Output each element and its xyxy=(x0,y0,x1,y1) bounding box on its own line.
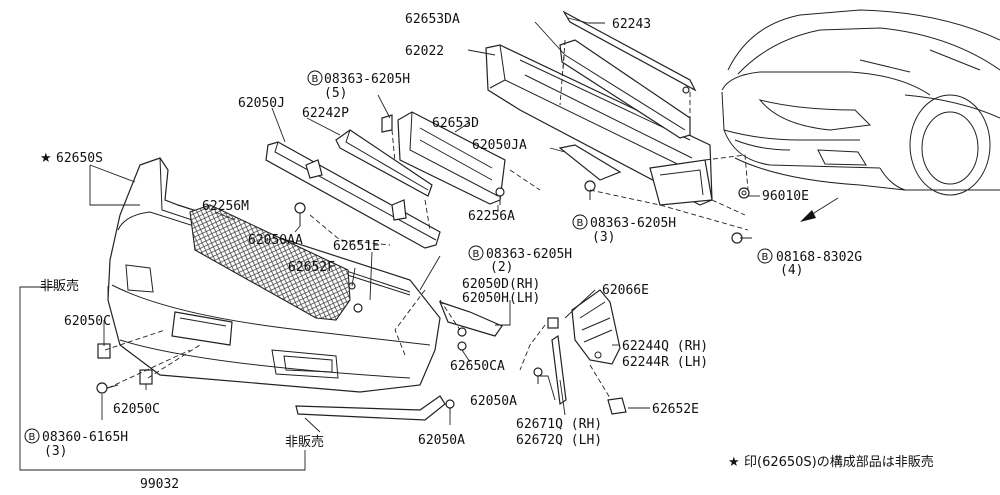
nut-96010E xyxy=(738,187,750,199)
label-62244R-LH: 62244R (LH) xyxy=(622,355,708,370)
label-62256M: 62256M xyxy=(202,199,249,214)
dashed-lines xyxy=(104,39,749,399)
bolt-upper xyxy=(584,180,596,200)
label-62650S: 62650S xyxy=(56,151,103,166)
bolt-callout-08168: B 08168-8302G (4) xyxy=(757,248,862,278)
label-qty-5: (5) xyxy=(324,86,347,101)
clip-62256A xyxy=(495,187,505,205)
label-08360-6165H: 08360-6165H xyxy=(42,430,128,445)
label-qty-3-bottom: (3) xyxy=(44,444,67,459)
car-outline xyxy=(721,9,1000,196)
label-62050C-bottom: 62050C xyxy=(113,402,160,417)
label-qty-3: (3) xyxy=(592,230,615,245)
stay-62671Q xyxy=(551,334,567,406)
label-qty-4: (4) xyxy=(780,263,803,278)
label-62651E: 62651E xyxy=(333,239,380,254)
label-62650CA: 62650CA xyxy=(450,359,505,374)
label-62672Q-LH: 62672Q (LH) xyxy=(516,433,602,448)
label-qty-2: (2) xyxy=(490,260,513,275)
label-96010E: 96010E xyxy=(762,189,809,204)
label-not-for-sale-bottom: 非販売 xyxy=(285,434,324,450)
svg-text:B: B xyxy=(29,432,36,443)
bolt-08168-8302G xyxy=(731,232,752,244)
clip-62050A-mid xyxy=(533,367,543,384)
mesh-grille-62256M xyxy=(189,204,351,321)
label-62050JA: 62050JA xyxy=(472,138,527,153)
label-62652F: 62652F xyxy=(288,260,335,275)
clip-62066E xyxy=(547,317,559,329)
clip-62050A-bottom xyxy=(445,399,455,414)
bolt-callout-08363-3: B 08363-6205H (3) xyxy=(572,214,676,245)
clip-62651E xyxy=(353,303,363,313)
clip-62050C-top xyxy=(97,343,111,359)
clip-62050AA xyxy=(294,202,306,226)
footnote-star: ★ xyxy=(728,455,740,470)
label-not-for-sale-left: 非販売 xyxy=(40,278,79,294)
bumper-reinforcement-62022 xyxy=(485,44,713,206)
footnote-text: 印(62650S)の構成部品は非販売 xyxy=(744,454,934,470)
label-62671Q-RH: 62671Q (RH) xyxy=(516,417,602,432)
absorber-62653DA xyxy=(559,39,691,139)
label-08363-6205H-5: 08363-6205H xyxy=(324,72,410,87)
labels: 62653DA 62243 62022 B 08363-6205H (5) 62… xyxy=(24,12,934,492)
svg-text:B: B xyxy=(473,249,480,260)
bracket-62050JA xyxy=(558,144,622,181)
svg-text:B: B xyxy=(577,218,584,229)
bolt-callout-08363-5: B 08363-6205H (5) xyxy=(307,70,410,101)
label-62653DA: 62653DA xyxy=(405,12,460,27)
label-62022: 62022 xyxy=(405,44,444,59)
label-08363-6205H-2: 08363-6205H xyxy=(486,247,572,262)
label-62242P: 62242P xyxy=(302,106,349,121)
label-62244Q-RH: 62244Q (RH) xyxy=(622,339,708,354)
label-62050AA: 62050AA xyxy=(248,233,303,248)
upper-bar-62050J xyxy=(265,141,441,249)
label-62652E: 62652E xyxy=(652,402,699,417)
label-62256A: 62256A xyxy=(468,209,515,224)
bolt-callout-08363-2: B 08363-6205H (2) xyxy=(468,245,572,275)
footnote: ★ 印(62650S)の構成部品は非販売 xyxy=(728,454,934,470)
label-62653D: 62653D xyxy=(432,116,479,131)
direction-arrow xyxy=(800,197,839,222)
label-99032: 99032 xyxy=(140,477,179,492)
label-62066E: 62066E xyxy=(602,283,649,298)
screw-08360-6165H xyxy=(96,382,119,394)
label-62050D-RH: 62050D(RH) xyxy=(462,277,540,292)
bracket-62050D xyxy=(438,301,503,337)
leader-lines xyxy=(19,17,760,471)
svg-text:B: B xyxy=(762,252,769,263)
label-62050H-LH: 62050H(LH) xyxy=(462,291,540,306)
label-62650S-group: ★ 62650S xyxy=(40,151,103,166)
label-62050A-bottom: 62050A xyxy=(418,433,465,448)
label-62050A-mid: 62050A xyxy=(470,394,517,409)
label-62243: 62243 xyxy=(612,17,651,32)
bracket-62244Q xyxy=(571,289,621,365)
star-mark: ★ xyxy=(40,151,52,166)
clip-62650CA xyxy=(457,341,467,351)
bracket-62242P xyxy=(335,114,433,197)
bolt-callout-08360: B 08360-6165H (3) xyxy=(24,428,128,459)
strip-62243 xyxy=(562,10,697,94)
clip-62652E xyxy=(607,397,627,415)
label-62050J: 62050J xyxy=(238,96,285,111)
svg-text:B: B xyxy=(312,74,319,85)
label-62050C-top: 62050C xyxy=(64,314,111,329)
label-08168-8302G: 08168-8302G xyxy=(776,250,862,265)
label-08363-6205H-3: 08363-6205H xyxy=(590,216,676,231)
